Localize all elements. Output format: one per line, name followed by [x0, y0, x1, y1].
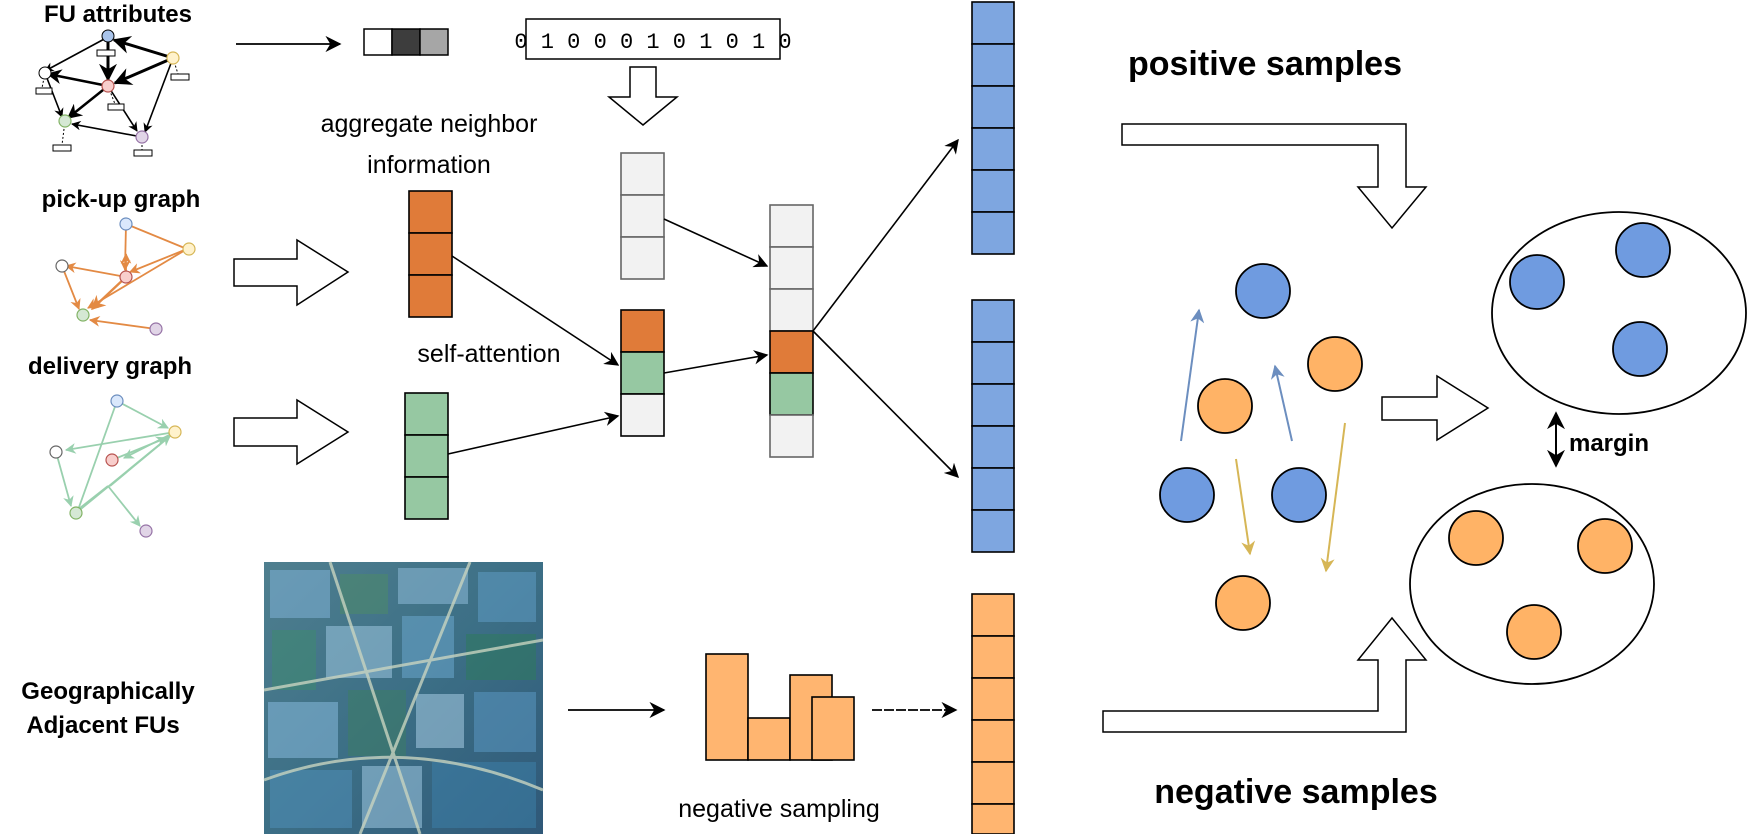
aggregate-label-line1: aggregate neighbor: [321, 110, 538, 138]
positive-output-vector-top: [971, 1, 1015, 255]
pickup-graph-icon: [55, 217, 196, 336]
positive-bent-arrow: [1121, 123, 1428, 230]
geo-label-line1: Geographically: [21, 678, 195, 705]
pickup-block-arrow: [233, 238, 350, 307]
pickup-graph-label: pick-up graph: [42, 186, 201, 213]
satellite-map-image: [263, 561, 544, 834]
negative-output-vector: [971, 593, 1015, 834]
positive-output-vector-bottom: [971, 299, 1015, 553]
margin-label: margin: [1569, 430, 1649, 457]
binary-code-box: [525, 18, 781, 60]
self-attention-vector: [620, 309, 665, 437]
down-block-arrow-code: [606, 66, 680, 126]
self-attention-label: self-attention: [417, 340, 560, 368]
fu-attributes-graph-icon: [35, 29, 190, 157]
aggregate-label-line2: information: [367, 151, 491, 179]
cluster-block-arrow: [1381, 374, 1490, 442]
positive-samples-label: positive samples: [1128, 45, 1402, 83]
delivery-block-arrow: [233, 398, 350, 466]
delivery-graph-icon: [49, 394, 182, 538]
attribute-swatch: [363, 28, 449, 56]
delivery-graph-label: delivery graph: [28, 353, 192, 380]
negative-samples-label: negative samples: [1154, 773, 1437, 811]
fused-fu-vector: [769, 204, 814, 458]
encoder-arrows: [447, 138, 960, 479]
pickup-embedding-vector: [408, 190, 453, 318]
negative-bent-arrow: [1102, 616, 1428, 733]
bar-histogram-icon: [705, 653, 855, 761]
fu-attributes-label: FU attributes: [44, 1, 192, 28]
negative-sampling-label: negative sampling: [678, 795, 880, 823]
attribute-embedding-vector: [620, 152, 665, 280]
binary-code: 0 1 0 0 0 1 0 1 0 1 0: [514, 30, 791, 55]
negative-cluster: [1409, 483, 1655, 685]
embedding-space-arrows: [1180, 308, 1346, 573]
geo-label-line2: Adjacent FUs: [26, 712, 179, 739]
embedding-space-points: [1159, 263, 1363, 631]
delivery-embedding-vector: [404, 392, 449, 520]
positive-cluster: [1491, 211, 1747, 415]
